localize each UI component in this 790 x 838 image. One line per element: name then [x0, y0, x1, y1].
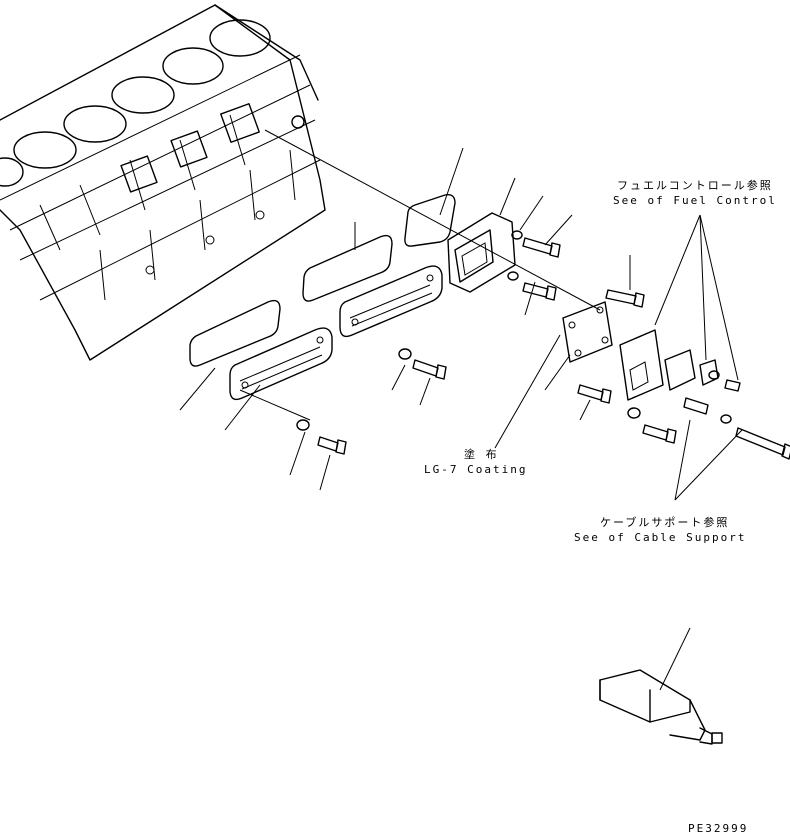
- coating-en-label: LG-7 Coating: [424, 463, 528, 476]
- dowel-pin-detail: [599, 669, 723, 745]
- gasket-middle: [302, 234, 393, 302]
- side-cover-lower: [229, 327, 333, 401]
- side-cover-upper: [339, 265, 443, 338]
- gasket-small: [404, 193, 456, 247]
- plate-fuel-control: [619, 329, 664, 401]
- intake-flange: [447, 212, 516, 293]
- bolts: [317, 237, 790, 460]
- gasket-lower: [189, 299, 281, 367]
- plate-coated: [562, 301, 613, 363]
- coating-jp-label: 塗 布: [464, 448, 499, 461]
- fuel-control-en-label: See of Fuel Control: [613, 194, 777, 207]
- leader-lines: [179, 147, 743, 691]
- washers: [296, 230, 732, 431]
- guide-line-1: [264, 129, 601, 311]
- cable-support-en-label: See of Cable Support: [574, 531, 747, 544]
- fuel-control-jp-label: フュエルコントロール参照: [617, 179, 773, 192]
- cylinder-block: [0, 4, 326, 361]
- bracket-1: [664, 349, 696, 391]
- cable-support-jp-label: ケーブルサポート参照: [600, 516, 730, 529]
- drawing-id-label: PE32999: [688, 822, 749, 835]
- bracket-2: [699, 359, 719, 386]
